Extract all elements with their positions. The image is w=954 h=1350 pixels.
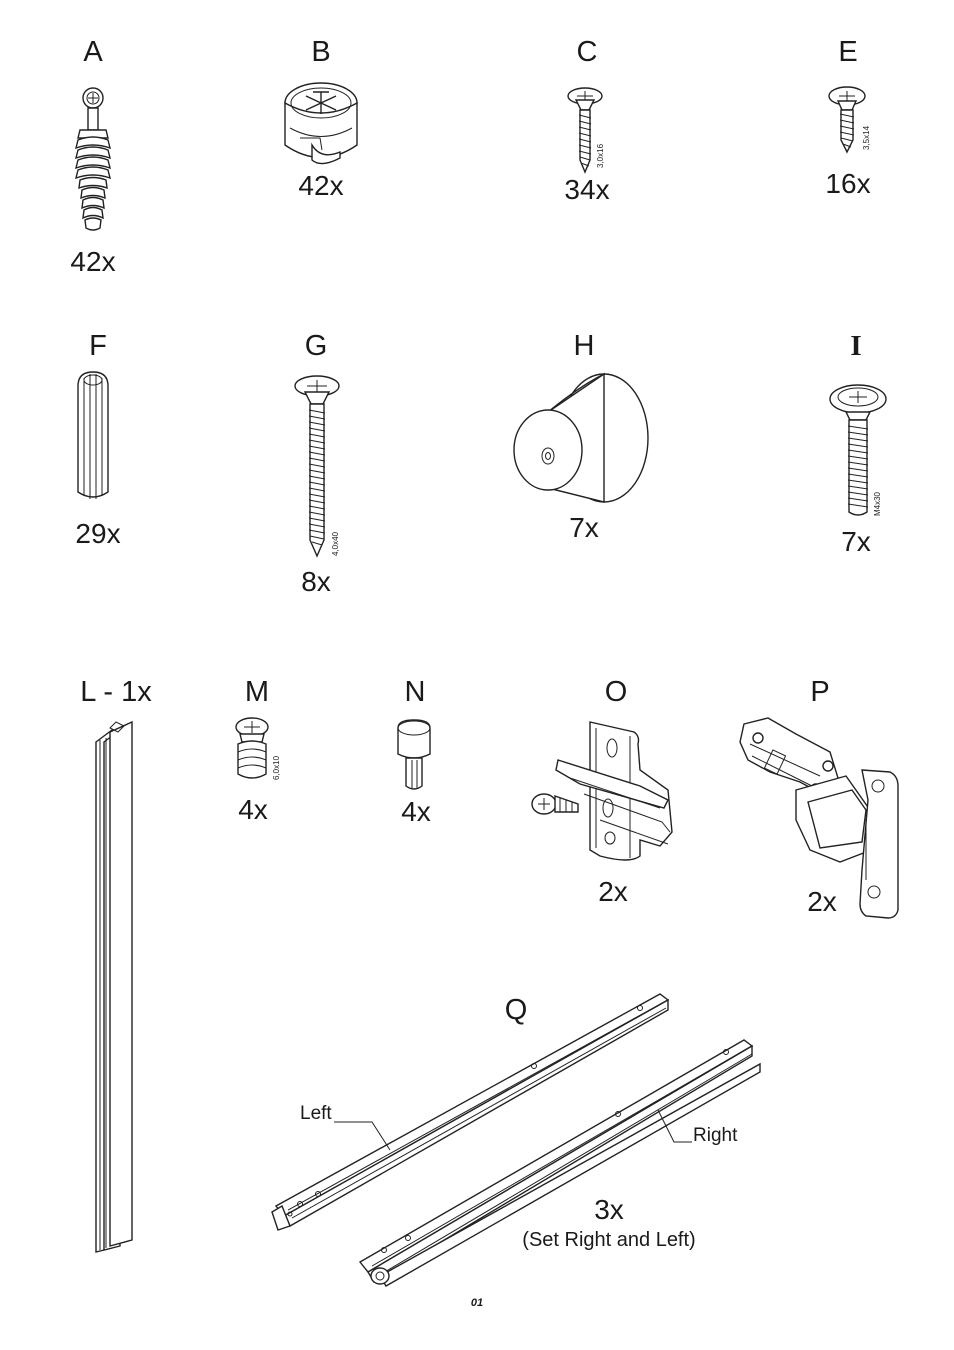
part-m-size-mark: 6,0x10 [272,755,281,780]
part-e-quantity: 16x [825,168,871,199]
part-e-label: E [838,36,858,68]
part-q-drawer-runners-illustration [272,994,760,1286]
part-g-size-mark: 4,0x40 [331,531,340,556]
part-f-quantity: 29x [75,518,121,549]
part-a-label: A [83,36,103,68]
part-i-bolt-illustration: M4x30 [830,385,886,516]
part-b-quantity: 42x [298,170,344,201]
part-p-quantity: 2x [807,886,837,917]
part-e-size-mark: 3,5x14 [862,125,871,150]
part-a-quantity: 42x [70,246,116,277]
part-p-concealed-hinge-illustration [740,718,898,918]
part-m-quantity: 4x [238,794,268,825]
part-o-quantity: 2x [598,876,628,907]
part-i-quantity: 7x [841,526,871,557]
part-b-label: B [311,36,331,68]
part-o-hinge-plate-illustration [532,722,672,860]
part-o-label: O [604,676,628,708]
part-c-quantity: 34x [564,174,610,205]
part-b-cam-lock-illustration [285,83,357,164]
part-h-quantity: 7x [569,512,599,543]
part-q-set-note: (Set Right and Left) [522,1229,696,1251]
part-g-quantity: 8x [301,566,331,597]
part-c-label: C [576,36,598,68]
part-a-cam-bolt-illustration [76,88,110,230]
part-i-label: I [850,330,862,362]
part-p-label: P [810,676,830,708]
part-c-size-mark: 3,0x16 [596,143,605,168]
part-l-profile-strip-illustration [96,722,132,1252]
part-l-label: L - 1x [80,676,152,708]
part-q-label: Q [504,994,528,1026]
part-c-screw-illustration: 3,0x16 [568,88,605,172]
part-h-knob-illustration [514,374,648,502]
part-g-label: G [304,330,328,362]
part-e-screw-illustration: 3,5x14 [829,87,871,152]
part-n-label: N [404,676,426,708]
part-n-quantity: 4x [401,796,431,827]
part-m-euro-screw-illustration: 6,0x10 [236,718,281,780]
part-q-left-runner-label: Left [300,1103,332,1124]
page-number: 01 [470,1297,484,1309]
part-q-quantity: 3x [594,1194,624,1225]
part-n-shelf-pin-illustration [398,720,430,789]
part-m-label: M [244,676,270,708]
part-f-label: F [89,330,107,362]
part-h-label: H [573,330,595,362]
part-i-size-mark: M4x30 [873,491,882,516]
part-q-right-runner-label: Right [693,1125,738,1146]
part-f-dowel-illustration [78,372,108,499]
part-g-screw-illustration: 4,0x40 [295,376,340,556]
